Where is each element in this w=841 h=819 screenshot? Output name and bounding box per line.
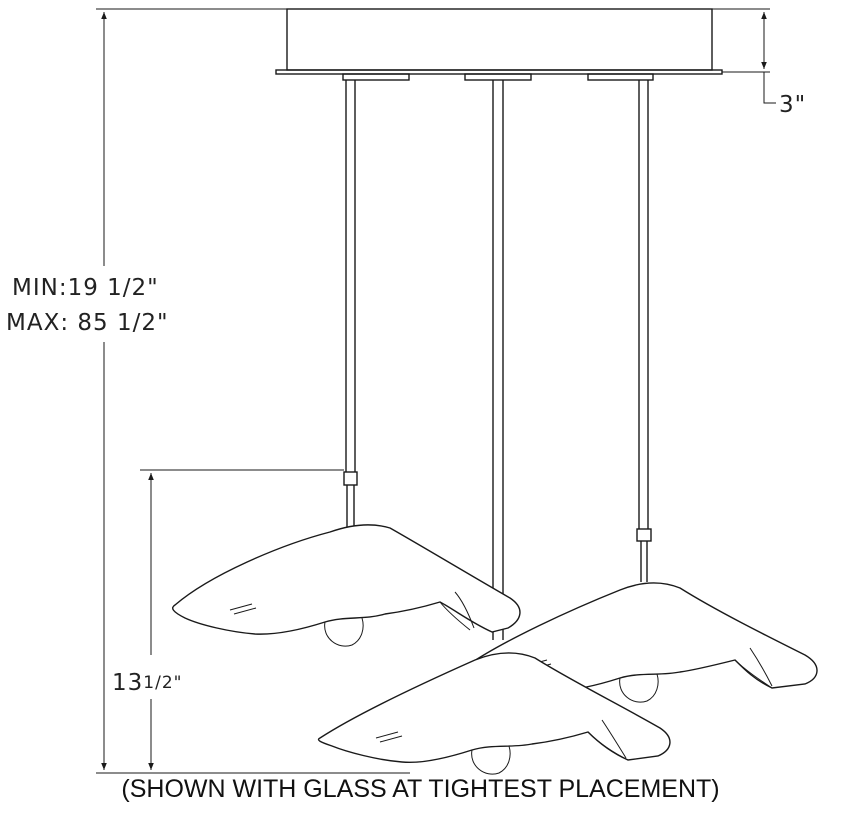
dimension-overall-height: MIN:19 1/2" MAX: 85 1/2" — [2, 8, 410, 774]
caption: (SHOWN WITH GLASS AT TIGHTEST PLACEMENT) — [121, 775, 720, 803]
dimension-canopy-height: 3" — [712, 8, 806, 118]
dimension-glass-height: 131/2" — [110, 469, 344, 770]
glass-height-fraction: 1/2" — [143, 673, 182, 693]
glass-shade-center — [317, 652, 671, 775]
glass-height-label: 131/2" — [112, 670, 182, 696]
overall-min-label: MIN:19 1/2" — [12, 275, 159, 301]
overall-max-label: MAX: 85 1/2" — [6, 310, 169, 336]
pendant-stems — [343, 80, 652, 640]
glass-height-whole: 13 — [112, 670, 143, 696]
glass-shade-left — [172, 524, 521, 647]
canopy — [275, 8, 723, 81]
canopy-height-label: 3" — [779, 92, 806, 118]
